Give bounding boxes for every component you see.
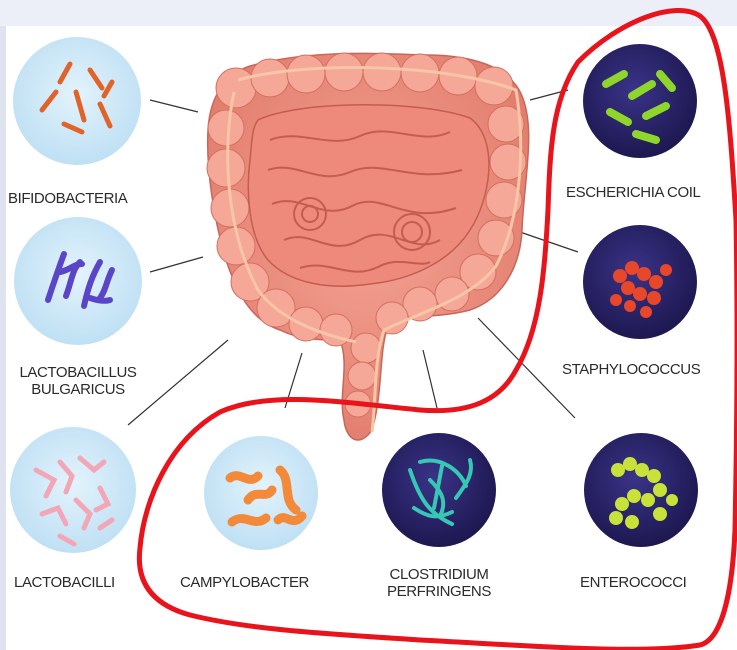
label-clostridium-line2: PERFRINGENS [375, 583, 503, 600]
lactobacillus-badge [14, 217, 142, 345]
enterococci-circle [584, 433, 698, 547]
intestine-illustration [207, 53, 529, 440]
label-staphylococcus: STAPHYLOCOCCUS [562, 361, 700, 378]
label-lactobacillus-bulgaricus: LACTOBACILLUS BULGARICUS [8, 364, 148, 398]
escherichia-badge [583, 44, 697, 158]
staphylococcus-badge [583, 225, 697, 339]
label-enterococci: ENTEROCOCCI [580, 574, 686, 591]
label-lactobacillus-line1: LACTOBACILLUS [8, 364, 148, 381]
lactobacilli-badge [10, 427, 136, 553]
label-lactobacilli: LACTOBACILLI [14, 574, 115, 591]
lactobacillus-circle [14, 217, 142, 345]
lactobacilli-circle [10, 427, 136, 553]
label-escherichia-coil: ESCHERICHIA COIL [566, 184, 700, 201]
bifidobacteria-badge [13, 37, 141, 165]
escherichia-circle [583, 44, 697, 158]
label-bifidobacteria: BIFIDOBACTERIA [8, 190, 127, 207]
label-lactobacillus-line2: BULGARICUS [8, 381, 148, 398]
campylobacter-badge [204, 436, 318, 550]
staphylococcus-circle [583, 225, 697, 339]
label-campylobacter: CAMPYLOBACTER [180, 574, 309, 591]
label-clostridium-line1: CLOSTRIDIUM [375, 566, 503, 583]
enterococci-badge [584, 433, 698, 547]
clostridium-badge [382, 433, 496, 547]
label-clostridium-perfringens: CLOSTRIDIUM PERFRINGENS [375, 566, 503, 600]
